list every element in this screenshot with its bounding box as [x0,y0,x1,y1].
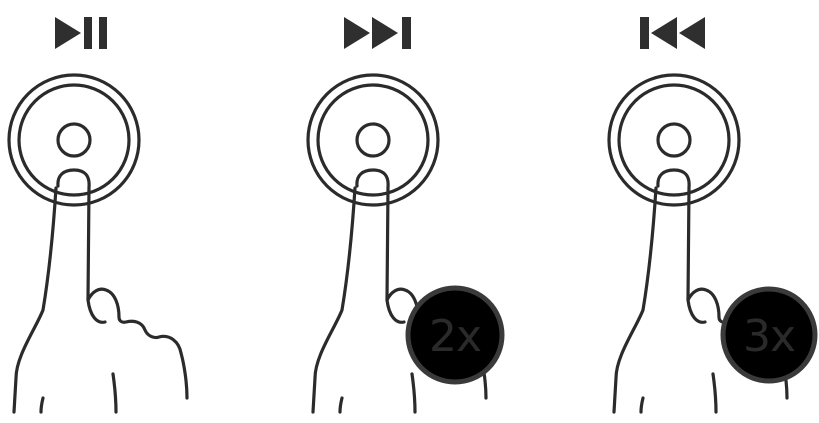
skip-forward-icon [344,17,411,49]
skip-back-icon [640,17,705,49]
press-count-label: 3x [743,311,795,362]
play-pause-icon [55,17,107,49]
round-button [9,75,187,412]
press-count-label: 2x [429,311,481,362]
step-previous-track: 3x [609,17,815,412]
press-count-badge: 3x [723,289,815,381]
step-next-track: 2x [308,17,502,412]
step-play-pause [9,17,187,412]
press-count-badge: 2x [408,288,502,382]
